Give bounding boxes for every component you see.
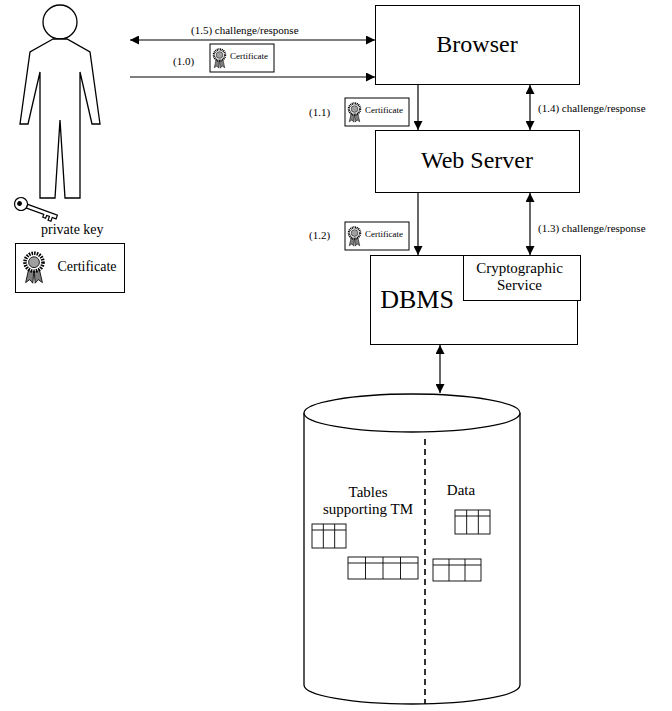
certificate-icon bbox=[25, 253, 43, 283]
node-text: Data bbox=[447, 482, 475, 499]
edge-label: (1.3) challenge/response bbox=[537, 222, 647, 235]
connector-arrow bbox=[417, 85, 418, 130]
edge-label: (1.0) bbox=[172, 55, 195, 68]
key-icon bbox=[13, 196, 59, 223]
key-label: private key bbox=[40, 222, 105, 238]
divider-line bbox=[424, 439, 426, 704]
table-icon bbox=[433, 559, 481, 581]
process-box: Web Server bbox=[375, 130, 580, 193]
connector-arrow bbox=[529, 85, 530, 130]
certificate-card bbox=[345, 222, 409, 250]
node-text: Browser bbox=[436, 31, 517, 59]
connector-arrow bbox=[529, 193, 530, 255]
dbms-box: Cryptographic ServiceDBMS bbox=[370, 255, 578, 345]
edge-label: (1.1) bbox=[308, 106, 331, 119]
person-outline bbox=[18, 2, 130, 202]
node-text: Cryptographic Service bbox=[466, 260, 574, 295]
connector-arrow bbox=[130, 39, 375, 40]
table-icon bbox=[312, 524, 346, 548]
node-text: Certificate bbox=[57, 259, 116, 275]
certificate-label: Certificate bbox=[364, 105, 404, 115]
certificate-legend: Certificate bbox=[15, 243, 125, 293]
person-head bbox=[43, 5, 77, 39]
table-icon bbox=[455, 510, 490, 534]
database-cylinder: Tables supporting TM Data bbox=[303, 393, 521, 705]
edge-label: (1.2) bbox=[308, 229, 331, 242]
person-body bbox=[20, 39, 100, 198]
edge-label: (1.4) challenge/response bbox=[537, 102, 647, 115]
node-text: Tables supporting TM bbox=[315, 484, 421, 519]
certificate-card bbox=[210, 44, 274, 72]
certificate-label: Certificate bbox=[364, 229, 404, 239]
connector-arrow bbox=[417, 193, 418, 255]
node-text: Web Server bbox=[421, 147, 533, 175]
edge-label: (1.5) challenge/response bbox=[190, 24, 300, 37]
node-text: DBMS bbox=[380, 285, 454, 315]
table-icon bbox=[348, 557, 418, 579]
certificate-card bbox=[345, 98, 409, 126]
actor-figure bbox=[18, 2, 130, 202]
service-box: Cryptographic Service bbox=[463, 255, 581, 301]
certificate-label: Certificate bbox=[229, 51, 269, 61]
process-box: Browser bbox=[375, 5, 580, 85]
connector-arrow bbox=[439, 345, 440, 393]
cylinder-top bbox=[304, 394, 520, 432]
cylinder-outline bbox=[303, 393, 521, 705]
connector-arrow bbox=[130, 76, 375, 77]
cylinder-body bbox=[304, 413, 520, 704]
